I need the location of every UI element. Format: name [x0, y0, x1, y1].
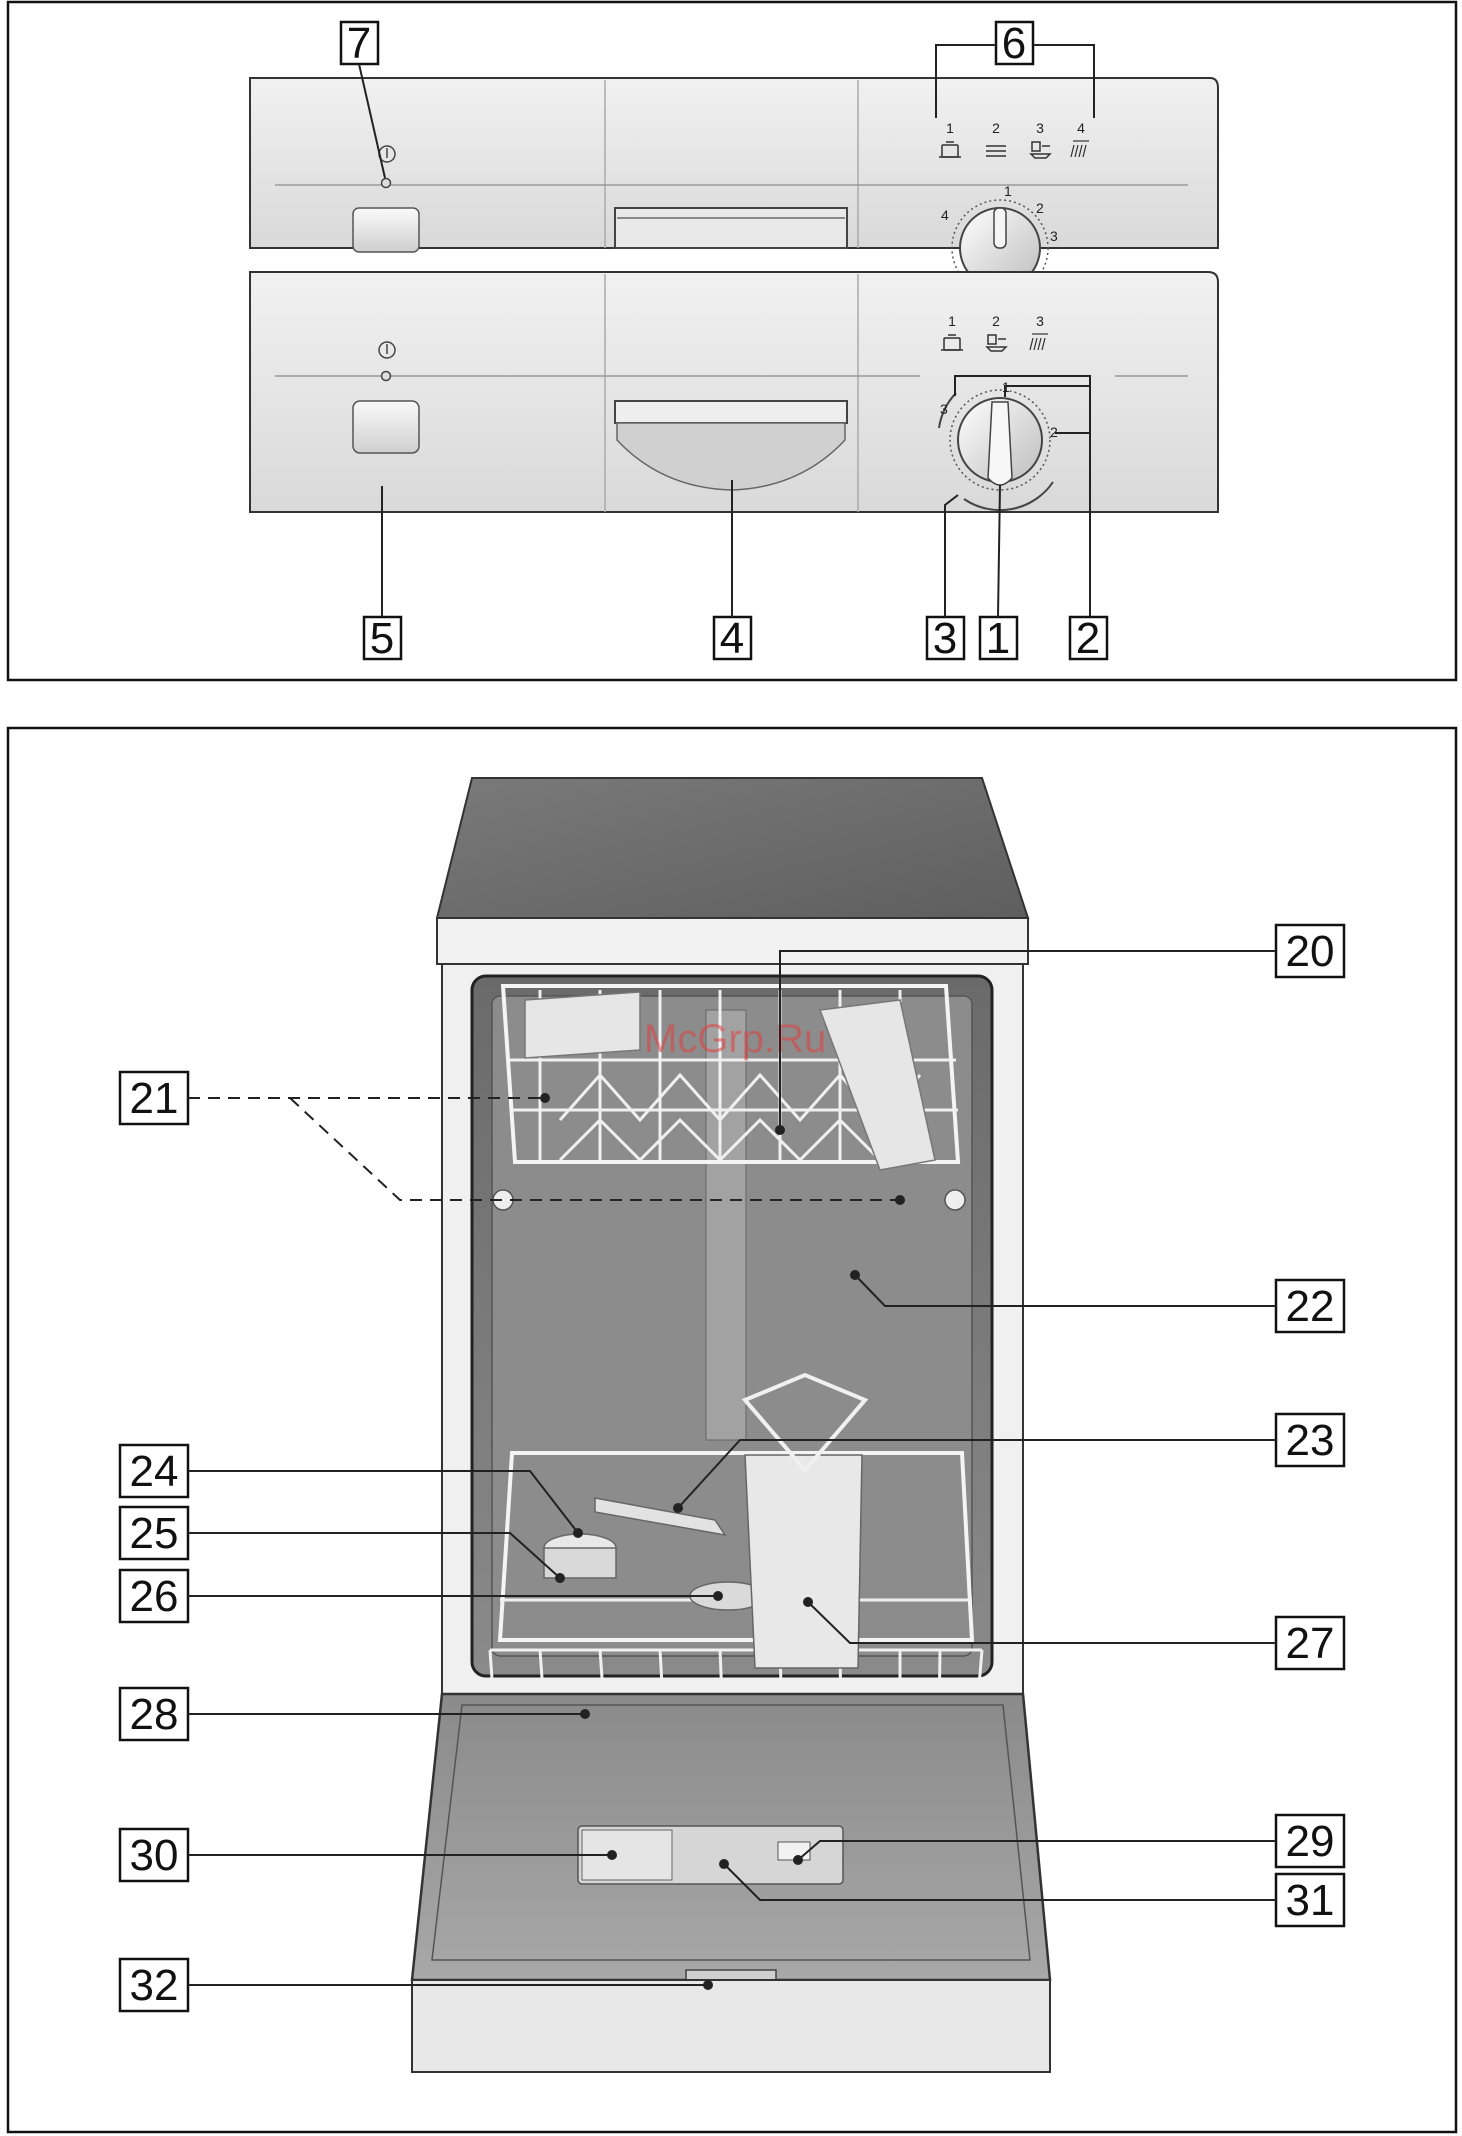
callout-24-label: 24	[130, 1447, 179, 1496]
dial-number: 4	[941, 207, 949, 223]
callout-5-label: 5	[370, 614, 394, 663]
power-button[interactable]	[353, 208, 419, 252]
program-number: 1	[948, 313, 956, 329]
callout-22-label: 22	[1286, 1282, 1335, 1331]
power-button[interactable]	[353, 401, 419, 453]
callout-21-label: 21	[130, 1074, 179, 1123]
power-indicator-led	[382, 179, 391, 188]
door-handle[interactable]	[615, 401, 847, 423]
dial-number: 2	[1036, 200, 1044, 216]
callout-30-label: 30	[130, 1831, 179, 1880]
callout-27-label: 27	[1286, 1619, 1335, 1668]
callout-31-label: 31	[1286, 1876, 1335, 1925]
panel-variant-3-programs: 1 2 3 1 2 3	[250, 272, 1218, 512]
program-number: 1	[946, 120, 954, 136]
dial-number: 3	[1050, 228, 1058, 244]
callout-25-label: 25	[130, 1509, 179, 1558]
program-number: 3	[1036, 313, 1044, 329]
power-indicator-led	[382, 372, 391, 381]
watermark: McGrp.Ru	[644, 1017, 826, 1061]
callout-23-label: 23	[1286, 1416, 1335, 1465]
callout-29-label: 29	[1286, 1817, 1335, 1866]
door-handle[interactable]	[615, 208, 847, 248]
callout-26-label: 26	[130, 1572, 179, 1621]
callout-28-label: 28	[130, 1690, 179, 1739]
dial-number: 1	[1004, 183, 1012, 199]
panel-variant-4-programs: 1 2 3 4	[250, 78, 1218, 296]
callout-1-label: 1	[986, 614, 1010, 663]
callout-2-label: 2	[1076, 614, 1100, 663]
program-number: 2	[992, 120, 1000, 136]
callout-6-label: 6	[1002, 19, 1026, 68]
dishwasher-illustration	[412, 778, 1050, 2072]
callout-32-label: 32	[130, 1961, 179, 2010]
callout-4-label: 4	[720, 614, 744, 663]
callout-7-label: 7	[347, 19, 371, 68]
program-number: 3	[1036, 120, 1044, 136]
program-number: 4	[1077, 120, 1085, 136]
dial-number: 3	[940, 401, 948, 417]
callout-3-label: 3	[933, 614, 957, 663]
program-number: 2	[992, 313, 1000, 329]
callout-20-label: 20	[1286, 927, 1335, 976]
